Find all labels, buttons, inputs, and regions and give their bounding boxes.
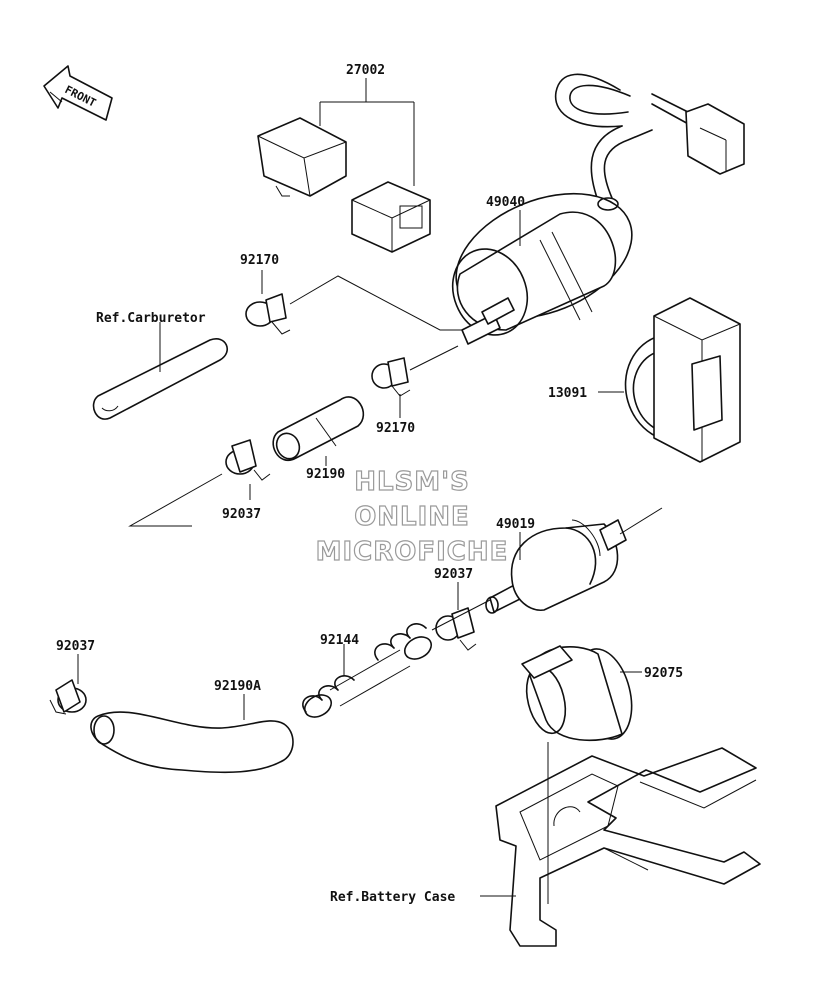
watermark: HLSM'S ONLINE MICROFICHE <box>315 466 509 567</box>
label-ref-carburetor: Ref.Carburetor <box>96 311 206 326</box>
label-92037-left: 92037 <box>222 507 261 522</box>
watermark-line-2: ONLINE <box>354 502 470 532</box>
long-hose-part <box>90 711 294 774</box>
pump-bracket-part <box>624 297 741 463</box>
clamp-mid-part <box>435 607 477 651</box>
label-27002: 27002 <box>346 63 385 78</box>
battery-case-part <box>495 742 761 947</box>
hose-clip-upper-part <box>245 293 291 335</box>
short-hose-part <box>272 396 365 461</box>
label-92170-upper: 92170 <box>240 253 279 268</box>
label-13091: 13091 <box>548 386 587 401</box>
label-92190A: 92190A <box>214 679 261 694</box>
clamp-low-part <box>49 679 87 715</box>
relay-part <box>257 117 347 197</box>
label-92170-mid: 92170 <box>376 421 415 436</box>
damper-part <box>521 645 633 742</box>
watermark-line-3: MICROFICHE <box>316 537 509 567</box>
label-92037-low: 92037 <box>56 639 95 654</box>
front-arrow-icon: FRONT <box>43 65 113 121</box>
clamp-left-part <box>225 439 271 481</box>
label-92144: 92144 <box>320 633 359 648</box>
watermark-line-1: HLSM'S <box>354 467 470 497</box>
label-92075: 92075 <box>644 666 683 681</box>
spring-part <box>302 623 433 718</box>
hose-clip-mid-part <box>371 357 411 397</box>
relay-connector-part <box>351 181 431 253</box>
label-ref-battery-case: Ref.Battery Case <box>330 890 455 905</box>
label-92190: 92190 <box>306 467 345 482</box>
fuel-pump-part <box>451 73 745 345</box>
label-92037-mid: 92037 <box>434 567 473 582</box>
carburetor-hose-part <box>92 338 228 420</box>
label-49019: 49019 <box>496 517 535 532</box>
fuel-filter-part <box>485 507 663 614</box>
label-49040: 49040 <box>486 195 525 210</box>
